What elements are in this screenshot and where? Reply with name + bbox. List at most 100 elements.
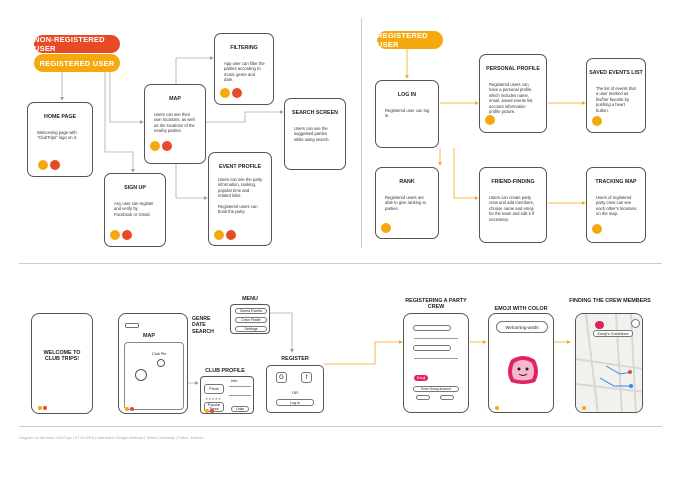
emoji-guidelines-box[interactable]: Emoji's Guidelines	[593, 330, 633, 337]
event-profile-desc-2: Registered users can book the party.	[218, 204, 258, 215]
map-desc: Users can see their own locations, as we…	[154, 112, 195, 134]
red-dot	[162, 141, 172, 151]
log-in-button[interactable]: Log In	[276, 399, 314, 406]
footer-divider	[19, 426, 662, 427]
event-profile-card: EVENT PROFILE Users can see the party in…	[208, 152, 272, 246]
crew-emoji-icon	[595, 321, 604, 329]
or-text: OR	[292, 390, 298, 395]
street-map	[576, 314, 642, 412]
crew-field-2[interactable]	[413, 345, 451, 351]
emoji-button[interactable]: Emoji	[414, 375, 428, 381]
menu-saved-events[interactable]: Saved Events	[235, 308, 267, 314]
club-profile-screen: Info Photo ★★★★★ Popular Times Links	[200, 376, 254, 414]
menu-title: MENU	[242, 296, 258, 302]
orange-dot	[38, 406, 42, 410]
red-dot	[50, 160, 60, 170]
crew-divider-2	[414, 358, 458, 359]
non-registered-user-pill: NON-REGISTERED USER	[34, 35, 120, 53]
orange-dot	[592, 224, 602, 234]
log-in-card: LOG IN Registered user can log in.	[375, 80, 439, 148]
home-page-card: HOME PAGE Welcoming page with "ClubTrips…	[27, 102, 93, 177]
registering-crew-title: REGISTERING A PARTY CREW	[405, 298, 467, 310]
crew-divider-1	[414, 338, 458, 339]
orange-dot	[220, 88, 230, 98]
genre-label: GENRE	[192, 316, 211, 322]
orange-dot	[582, 406, 586, 410]
crew-button-a[interactable]	[416, 395, 430, 400]
saved-events-title: SAVED EVENTS LIST	[589, 70, 643, 76]
filtering-desc: App user can filter the parties accordin…	[224, 61, 265, 83]
saved-events-list-card: SAVED EVENTS LIST The list of events tha…	[586, 58, 646, 133]
event-profile-desc: Users can see the party information, ran…	[218, 177, 263, 215]
facebook-button[interactable]: f	[301, 372, 312, 383]
red-dot	[232, 88, 242, 98]
filtering-title: FILTERING	[230, 45, 258, 51]
friend-finding-desc: Users can create party crew and add memb…	[489, 195, 534, 222]
red-dot	[226, 230, 236, 240]
welcome-text: WELCOME TO CLUB TRIPS!	[43, 350, 81, 362]
red-dot	[130, 407, 134, 411]
vertical-divider	[361, 18, 362, 248]
welcome-screen: WELCOME TO CLUB TRIPS!	[31, 313, 93, 414]
info-lines	[229, 386, 251, 396]
search-screen-title: SEARCH SCREEN	[292, 110, 338, 116]
red-dot	[210, 409, 214, 413]
orange-dot	[125, 407, 129, 411]
enter-group-button[interactable]: Enter Group account	[413, 386, 459, 392]
map-title: MAP	[169, 96, 181, 102]
info-label: Info	[231, 379, 238, 383]
search-bar[interactable]	[125, 323, 139, 328]
footer-text: Diagram for the team ClubTrips | 27.02.2…	[19, 436, 204, 440]
sign-up-title: SIGN UP	[124, 185, 146, 191]
google-button[interactable]: G	[276, 372, 287, 383]
menu-crew-finder[interactable]: Crew Finder	[235, 317, 267, 323]
search-screen-desc: Users can see the suggested parties whil…	[294, 126, 330, 142]
tracking-map-desc: Users of registered party crew can see e…	[596, 195, 637, 217]
member-marker	[629, 384, 633, 388]
friend-finding-title: FRIEND-FINDING	[491, 179, 535, 185]
orange-dot	[214, 230, 224, 240]
orange-dot	[485, 115, 495, 125]
orange-dot	[150, 141, 160, 151]
personal-profile-title: PERSONAL PROFILE	[486, 66, 540, 72]
friend-finding-card: FRIEND-FINDING Users can create party cr…	[479, 167, 547, 243]
tracking-map-title: TRACKING MAP	[595, 179, 637, 185]
orange-dot	[110, 230, 120, 240]
filtering-card: FILTERING App user can filter the partie…	[214, 33, 274, 105]
crew-name-field[interactable]	[413, 325, 451, 331]
log-in-title: LOG IN	[397, 92, 417, 98]
register-screen: G f OR Log In	[266, 365, 324, 413]
personal-profile-desc: Registered users can have a personal pro…	[489, 82, 534, 115]
sign-up-desc: Any user can register and verify by Face…	[114, 201, 154, 217]
red-dot	[122, 230, 132, 240]
map-area	[124, 342, 184, 410]
close-icon[interactable]	[631, 319, 640, 328]
personal-profile-card: PERSONAL PROFILE Registered users can ha…	[479, 54, 547, 133]
crew-screen: Emoji Enter Group account	[403, 313, 469, 413]
orange-dot	[38, 160, 48, 170]
rank-card: RANK Registered users are able to give r…	[375, 167, 439, 239]
search-screen-card: SEARCH SCREEN Users can see the suggeste…	[284, 98, 346, 170]
map-screen: MAP Club Pin	[118, 313, 188, 414]
member-marker	[628, 370, 632, 374]
orange-dot	[495, 406, 499, 410]
orange-dot	[205, 409, 209, 413]
registered-user-pill-right: REGISTERED USER	[377, 31, 443, 49]
log-in-desc: Registered user can log in.	[385, 108, 430, 119]
emoji-screen: Welcoming words	[488, 313, 554, 413]
date-label: DATE	[192, 322, 206, 329]
menu-settings[interactable]: Settings	[235, 326, 267, 332]
club-pin-icon[interactable]	[157, 359, 165, 367]
register-title: REGISTER	[281, 356, 309, 362]
links-box[interactable]: Links	[231, 406, 249, 412]
crew-button-b[interactable]	[440, 395, 454, 400]
orange-dot	[592, 116, 602, 126]
club-pin-label: Club Pin	[152, 352, 167, 356]
popular-times-box: Popular Times	[204, 402, 224, 412]
stars-rating: ★★★★★	[205, 397, 222, 401]
registered-user-pill: REGISTERED USER	[34, 54, 120, 72]
emoji-with-color-title: EMOJI WITH COLOR	[494, 306, 548, 312]
event-profile-desc-1: Users can see the party information, ran…	[218, 177, 263, 199]
search-label: SEARCH	[192, 328, 214, 335]
finding-crew-screen: Emoji's Guidelines	[575, 313, 643, 413]
